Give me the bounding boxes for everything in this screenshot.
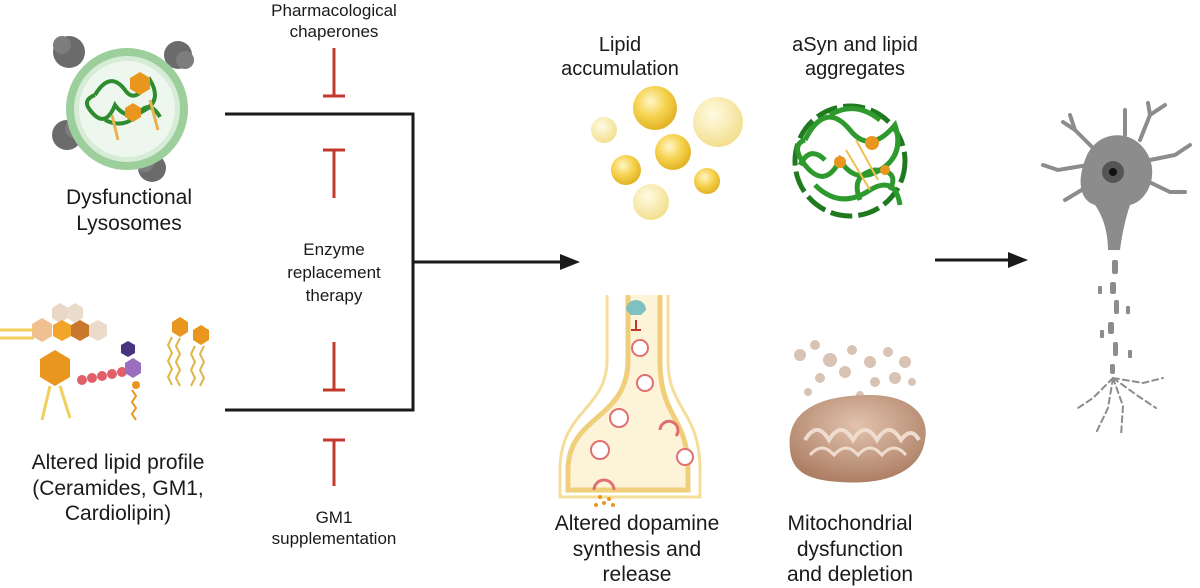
- inhibitor-ert-lower: [323, 342, 345, 392]
- mitochondrion-icon: [789, 340, 926, 483]
- label-lipid-accumulation: Lipid accumulation: [561, 34, 679, 81]
- neuron-arrowhead: [1008, 252, 1028, 268]
- inhibitor-ert-upper: [323, 148, 345, 198]
- inhibitor-gm1: [323, 438, 345, 486]
- label-gm1-supplementation: GM1 supplementation: [271, 508, 397, 548]
- inhibitor-chaperones: [323, 48, 345, 98]
- degenerating-neuron-icon: [1041, 101, 1192, 437]
- arrowhead-main: [560, 254, 580, 270]
- lipid-molecules-icon: [0, 303, 209, 421]
- label-dysfunctional-lysosomes: Dysfunctional Lysosomes: [65, 186, 193, 235]
- label-altered-dopamine: Altered dopamine synthesis and release: [554, 512, 720, 587]
- asyn-aggregate-icon: [792, 103, 908, 219]
- lysosome-icon: [52, 36, 194, 182]
- convergence-connector: [225, 112, 565, 412]
- dopaminergic-synapse-icon: [558, 295, 702, 507]
- lipid-droplets-icon: [591, 86, 743, 220]
- label-pharmacological-chaperones: Pharmacological chaperones: [271, 1, 397, 41]
- label-enzyme-replacement-therapy: Enzyme replacement therapy: [287, 240, 381, 306]
- label-mitochondrial-dysfunction: Mitochondrial dysfunction and depletion: [786, 512, 914, 587]
- label-asyn-lipid-aggregates: aSyn and lipid aggregates: [792, 34, 918, 81]
- label-altered-lipid-profile: Altered lipid profile (Ceramides, GM1, C…: [31, 451, 205, 526]
